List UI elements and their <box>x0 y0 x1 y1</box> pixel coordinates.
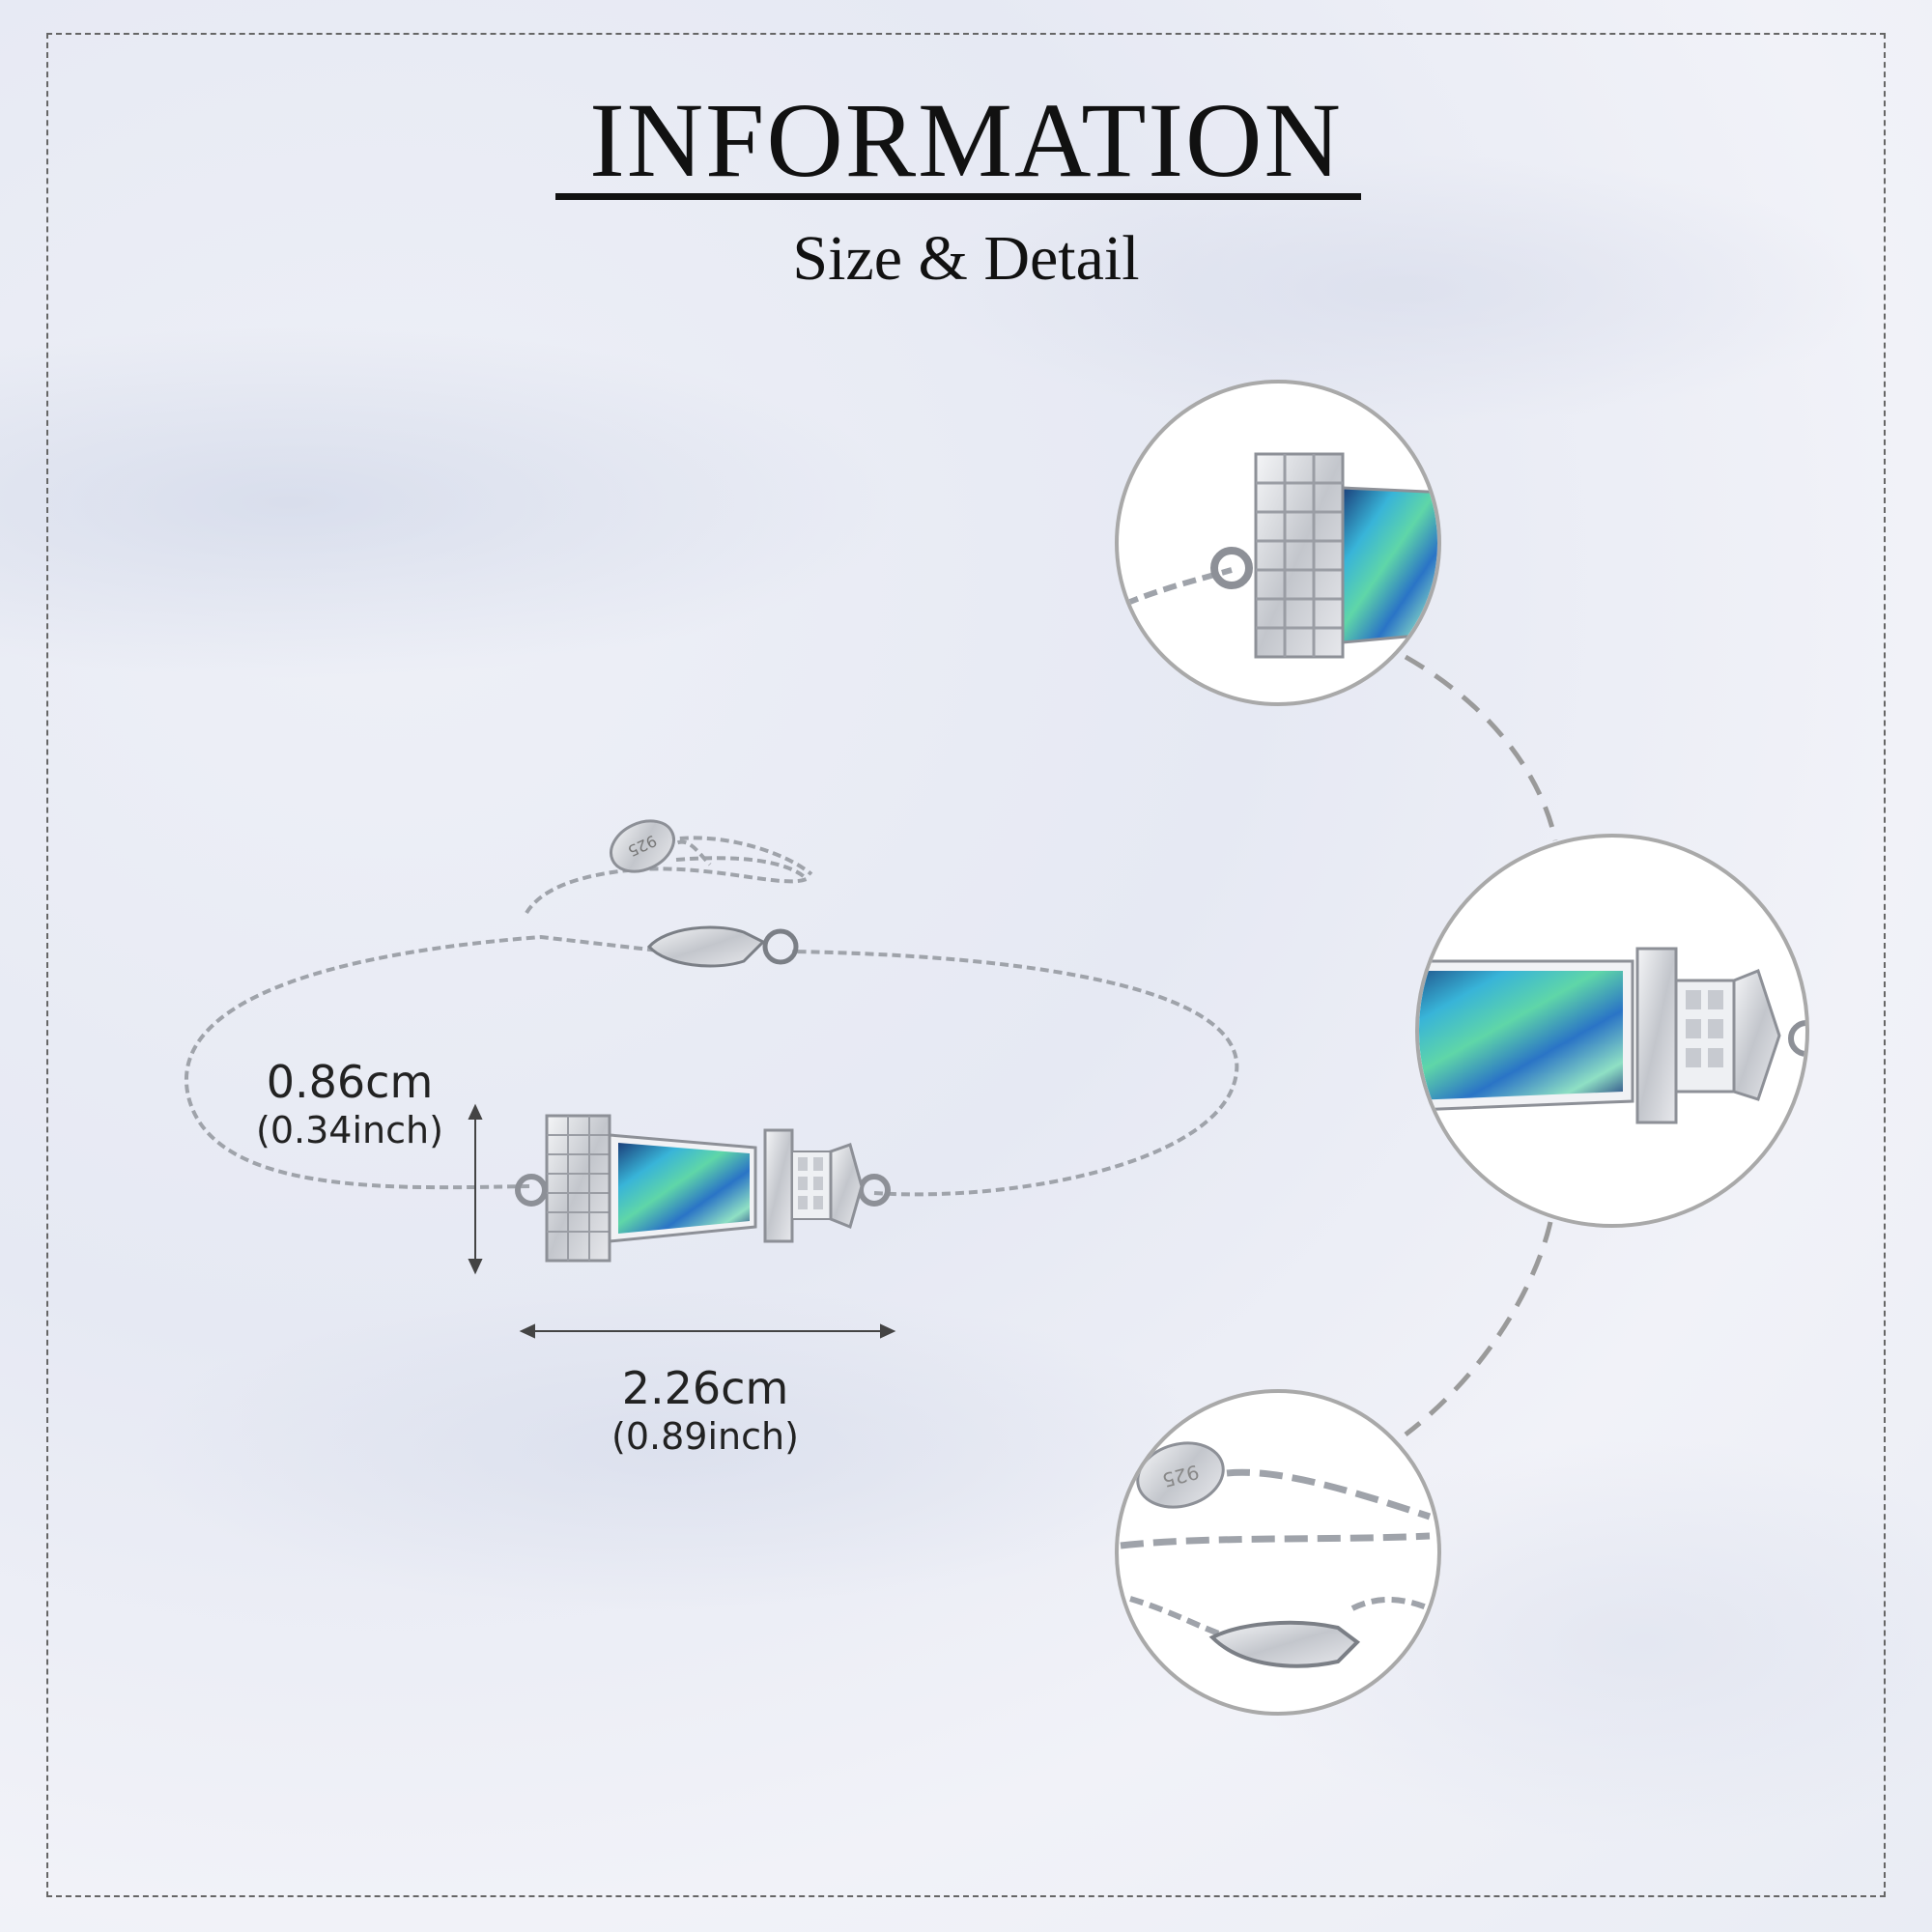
height-cm-label: 0.86cm <box>266 1056 434 1108</box>
lighthouse-pendant-icon <box>515 1114 891 1263</box>
detail-connector-dashed <box>1404 654 1558 1436</box>
page-title: INFORMATION <box>589 81 1343 199</box>
title-underline <box>555 193 1361 200</box>
width-dimension-line <box>519 1323 896 1339</box>
lobster-clasp-icon <box>646 925 799 968</box>
width-inch-label: (0.89inch) <box>611 1415 799 1458</box>
charm-tag-icon: 925 <box>610 819 675 873</box>
page-subtitle: Size & Detail <box>792 223 1140 294</box>
height-inch-label: (0.34inch) <box>256 1109 443 1151</box>
detail-circle-middle <box>1415 834 1809 1228</box>
width-cm-label: 2.26cm <box>621 1362 789 1414</box>
dashed-frame <box>46 33 1886 1897</box>
detail-circle-top <box>1115 380 1441 706</box>
height-dimension-line <box>468 1103 483 1275</box>
detail-circle-bottom: 925 <box>1115 1389 1441 1716</box>
